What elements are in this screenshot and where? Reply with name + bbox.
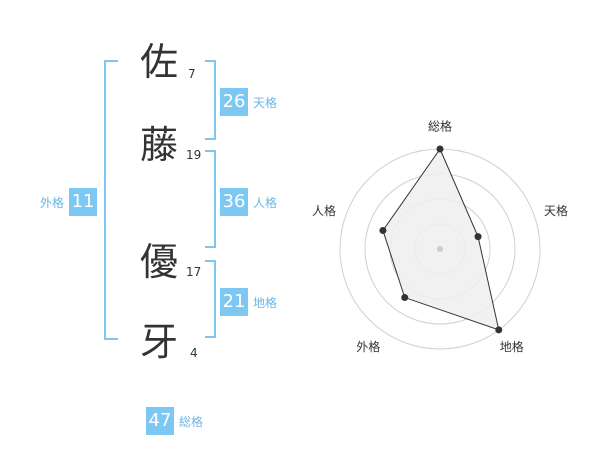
- soukaku-badge: 47 総格: [146, 407, 203, 435]
- stroke-count-4: 4: [190, 346, 198, 360]
- radar-point-0: [436, 145, 444, 153]
- radar-data-polygon: [382, 147, 500, 331]
- jinkaku-value: 36: [220, 188, 248, 216]
- radar-axis-label-4: 人格: [312, 203, 336, 218]
- tenkaku-value: 26: [220, 88, 248, 116]
- chikaku-bracket: [205, 260, 216, 338]
- tenkaku-label: 天格: [253, 95, 278, 110]
- radar-axis-label-3: 外格: [356, 339, 380, 354]
- gaikaku-badge: 外格 11: [40, 188, 98, 216]
- radar-axis-label-0: 総格: [428, 119, 452, 134]
- radar-point-1: [474, 233, 482, 241]
- jinkaku-bracket: [205, 150, 216, 248]
- stroke-count-1: 7: [188, 67, 196, 81]
- radar-axis-label-2: 地格: [500, 339, 524, 354]
- gaikaku-label: 外格: [40, 195, 65, 210]
- chikaku-badge: 21 地格: [220, 288, 277, 316]
- jinkaku-label: 人格: [253, 195, 278, 210]
- jinkaku-badge: 36 人格: [220, 188, 277, 216]
- radar-center-dot: [437, 246, 443, 252]
- radar-point-3: [401, 294, 409, 302]
- chikaku-value: 21: [220, 288, 248, 316]
- name-char-1: 佐: [139, 40, 178, 84]
- gaikaku-value: 11: [69, 188, 98, 216]
- name-char-3: 優: [139, 240, 178, 284]
- chikaku-label: 地格: [253, 295, 278, 310]
- radar-point-4: [379, 226, 387, 234]
- radar-axis-label-1: 天格: [544, 203, 568, 218]
- soukaku-label: 総格: [179, 414, 204, 429]
- gaikaku-bracket: [104, 60, 118, 340]
- name-char-4: 牙: [139, 320, 178, 364]
- soukaku-value: 47: [146, 407, 174, 435]
- tenkaku-bracket: [205, 60, 216, 140]
- stroke-count-3: 17: [186, 265, 202, 279]
- radar-point-2: [495, 326, 503, 334]
- tenkaku-badge: 26 天格: [220, 88, 277, 116]
- name-char-2: 藤: [139, 123, 178, 167]
- stroke-count-2: 19: [186, 148, 202, 162]
